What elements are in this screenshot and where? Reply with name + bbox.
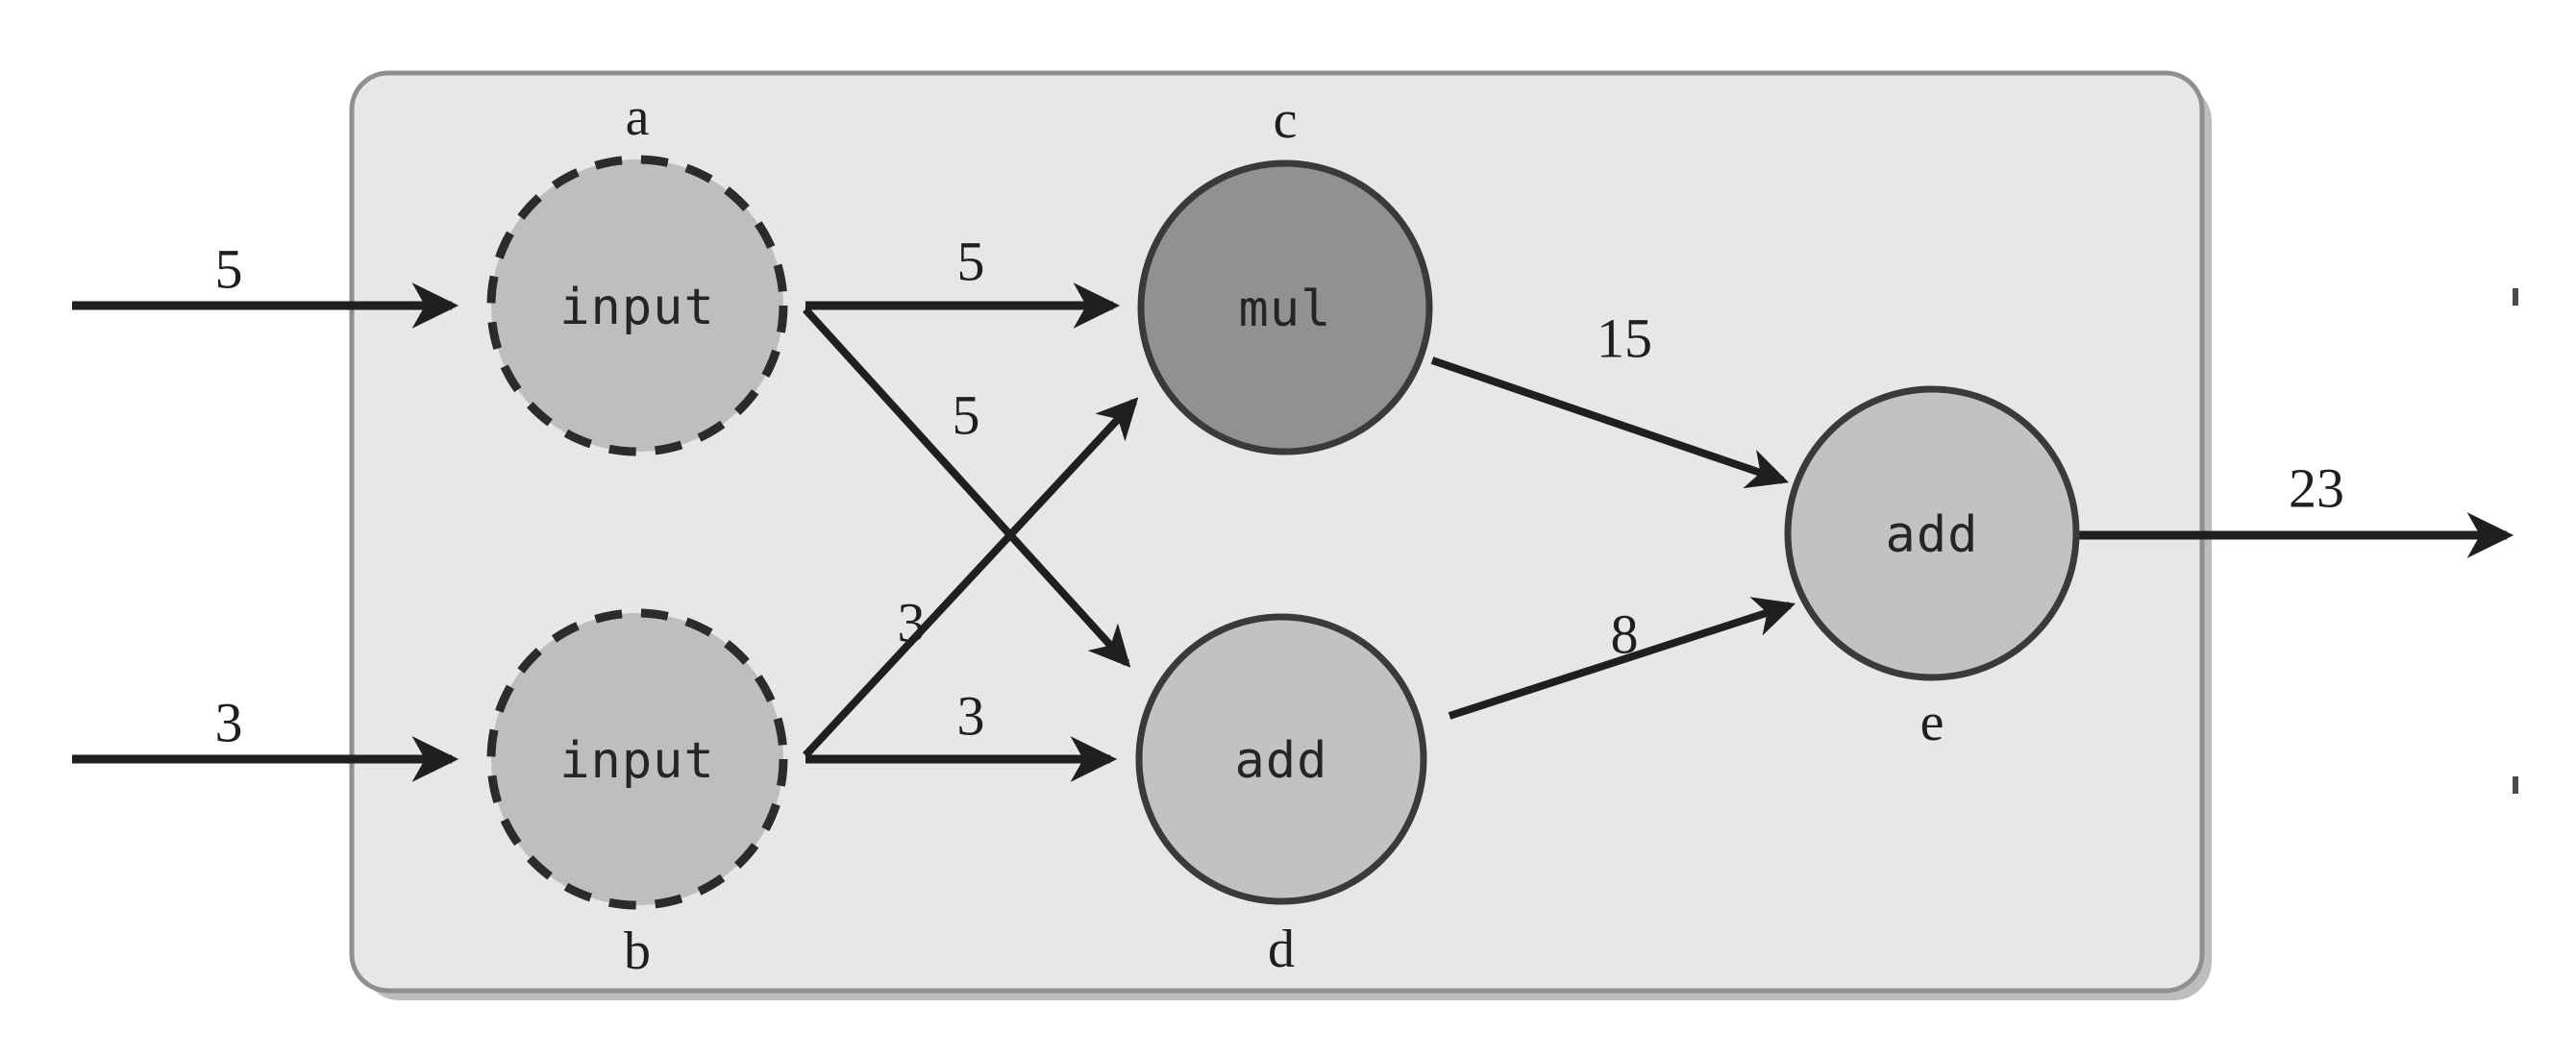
node-a-op-label: input bbox=[559, 279, 715, 336]
edge-b-to-c: 3 bbox=[803, 397, 1139, 758]
node-a-circle[interactable] bbox=[486, 155, 788, 456]
edge-label-c-to-e: 15 bbox=[1597, 307, 1652, 370]
edge-b-to-d: 3 bbox=[805, 685, 1118, 782]
node-e[interactable]: add e bbox=[1784, 385, 2080, 752]
node-a-id-label: a bbox=[626, 87, 650, 147]
scan-speck-bottom-icon bbox=[2513, 776, 2518, 794]
edge-c-to-e: 15 bbox=[1430, 307, 1790, 489]
node-b-circle[interactable] bbox=[486, 608, 788, 910]
node-b-op-label: input bbox=[559, 732, 715, 790]
node-a[interactable]: input a bbox=[486, 87, 788, 456]
edge-label-b-to-c: 3 bbox=[898, 592, 926, 654]
edge-external-in-top: 5 bbox=[72, 238, 459, 329]
edge-external-in-bottom: 3 bbox=[72, 692, 459, 782]
node-b[interactable]: input b bbox=[486, 608, 788, 981]
node-c[interactable]: mul c bbox=[1137, 90, 1433, 455]
node-e-circle[interactable] bbox=[1784, 385, 2080, 681]
scan-speck-top-icon bbox=[2513, 288, 2518, 306]
edge-label-e-to-external: 23 bbox=[2289, 457, 2344, 520]
edge-label-a-to-d: 5 bbox=[953, 384, 980, 447]
node-c-circle[interactable] bbox=[1137, 160, 1433, 455]
edge-label-external-in-top: 5 bbox=[215, 238, 243, 301]
edge-label-d-to-e: 8 bbox=[1611, 603, 1639, 666]
node-d-op-label: add bbox=[1235, 732, 1328, 790]
edge-a-to-c: 5 bbox=[805, 231, 1121, 329]
node-d-circle[interactable] bbox=[1135, 613, 1427, 905]
edge-label-external-in-bottom: 3 bbox=[215, 692, 243, 754]
edge-a-to-d: 5 bbox=[803, 307, 1131, 668]
node-d-id-label: d bbox=[1268, 920, 1295, 979]
edge-d-to-e: 8 bbox=[1448, 597, 1796, 720]
node-e-id-label: e bbox=[1920, 693, 1944, 752]
node-e-op-label: add bbox=[1886, 506, 1979, 564]
node-d[interactable]: add d bbox=[1135, 613, 1427, 979]
edge-e-to-external: 23 bbox=[2076, 457, 2514, 558]
edge-label-b-to-d: 3 bbox=[957, 685, 985, 748]
node-c-id-label: c bbox=[1274, 90, 1298, 150]
node-b-id-label: b bbox=[624, 922, 651, 981]
edge-label-a-to-c: 5 bbox=[957, 231, 985, 293]
node-c-op-label: mul bbox=[1239, 281, 1332, 338]
